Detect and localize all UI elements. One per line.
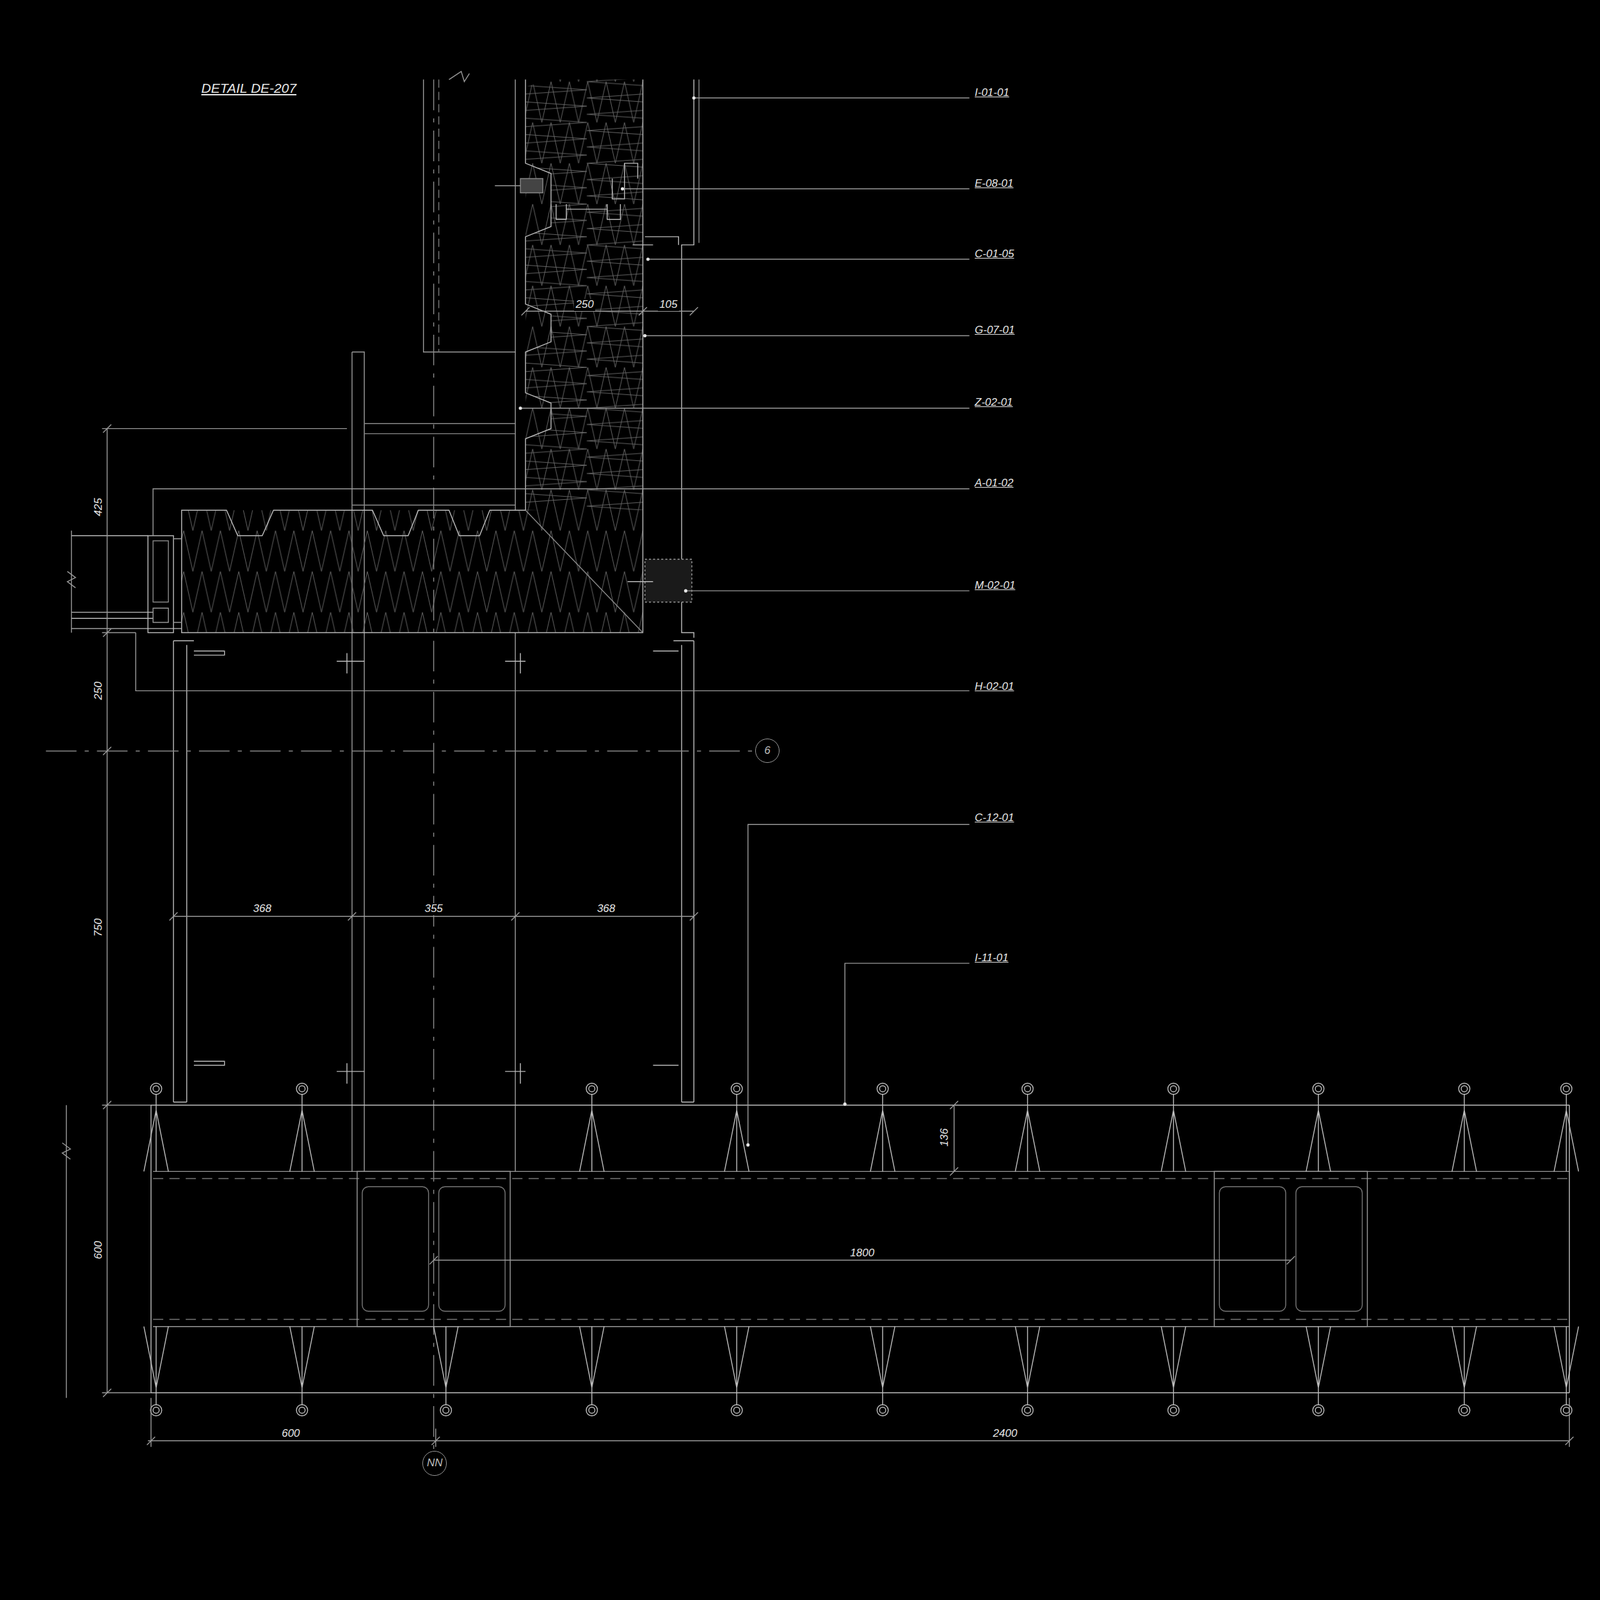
panel-fixing: [144, 1093, 169, 1405]
fixing-bolt: [150, 1082, 162, 1095]
dimension: 368: [252, 903, 273, 916]
dimension: 425: [92, 496, 105, 518]
dimension: 1800: [848, 1247, 876, 1260]
fixing-bolt: [1458, 1404, 1471, 1417]
fixing-bolt: [150, 1404, 162, 1417]
callout-code: C-01-05: [973, 248, 1016, 261]
dimension: 250: [574, 298, 595, 312]
fixing-bolt: [876, 1082, 889, 1095]
fixing-bolt: [588, 1407, 596, 1414]
fixing-bolt: [1024, 1407, 1032, 1414]
callout-code: G-07-01: [973, 324, 1016, 337]
fixing-bolt: [586, 1404, 598, 1417]
panel-fixing: [1306, 1093, 1331, 1405]
fixing-bolt: [1560, 1082, 1573, 1095]
fixing-bolt: [879, 1085, 886, 1092]
callout-code: C-12-01: [973, 812, 1016, 825]
callout-code: E-08-01: [973, 177, 1015, 191]
fixing-bolt: [1461, 1407, 1468, 1414]
fixing-bolt: [1170, 1085, 1177, 1092]
fixing-bolt: [1022, 1082, 1034, 1095]
fixing-bolt: [298, 1085, 306, 1092]
grid-label: 6: [762, 744, 772, 758]
fixing-bolt: [1022, 1404, 1034, 1417]
grid-label: NN: [425, 1457, 445, 1470]
callout-code: A-01-02: [973, 477, 1015, 490]
fixing-bolt: [1170, 1407, 1177, 1414]
fixing-bolt: [586, 1082, 598, 1095]
callout-code: I-01-01: [973, 87, 1011, 100]
fixing-bolt: [1168, 1404, 1180, 1417]
callout-code: H-02-01: [973, 680, 1016, 694]
panel-fixing: [1553, 1093, 1579, 1405]
fixing-bolt: [588, 1085, 596, 1092]
panel-fixing: [724, 1093, 749, 1405]
callout-code: M-02-01: [973, 579, 1017, 592]
fixing-bolt: [876, 1404, 889, 1417]
dimension: 105: [657, 298, 679, 312]
fixing-bolt: [296, 1082, 308, 1095]
fixing-bolt: [1168, 1082, 1180, 1095]
fixing-bolt: [442, 1407, 450, 1414]
dimension: 600: [280, 1427, 301, 1440]
callout-code: I-11-01: [973, 952, 1010, 965]
fixing-bolt: [1458, 1082, 1471, 1095]
fixing-bolt: [1312, 1082, 1325, 1095]
fixing-bolt: [730, 1404, 743, 1417]
fixing-bolt: [1312, 1404, 1325, 1417]
grid-bubble: 6: [755, 738, 780, 763]
dimension: 750: [92, 917, 105, 938]
fixing-bolt: [1560, 1404, 1573, 1417]
fixing-bolt: [440, 1404, 452, 1417]
fixing-bolt: [1461, 1085, 1468, 1092]
fixing-bolt: [730, 1082, 743, 1095]
callout-code: Z-02-01: [973, 396, 1015, 409]
dimension: 2400: [992, 1427, 1019, 1440]
panel-fixing: [289, 1093, 315, 1405]
fixing-bolt: [733, 1085, 740, 1092]
dimension: 250: [92, 680, 105, 701]
dimension: 600: [92, 1239, 105, 1261]
fixing-bolt: [298, 1407, 306, 1414]
fixing-bolt: [879, 1407, 886, 1414]
grid-bubble: NN: [422, 1450, 448, 1476]
drawing-lines: [46, 71, 1579, 1449]
dimension: 136: [938, 1127, 952, 1149]
dimension: 355: [423, 903, 444, 916]
fixing-bolt: [1563, 1085, 1570, 1092]
fixing-bolt: [1315, 1407, 1322, 1414]
detail-title: DETAIL DE-207: [200, 80, 299, 96]
dimension: 368: [595, 903, 617, 916]
panel-fixing: [1160, 1093, 1186, 1405]
fixing-bolt: [1563, 1407, 1570, 1414]
fixing-bolt: [152, 1085, 160, 1092]
fixing-bolt: [1315, 1085, 1322, 1092]
panel-fixing: [1015, 1093, 1040, 1405]
fixing-bolt: [152, 1407, 160, 1414]
fixing-bolt: [733, 1407, 740, 1414]
panel-fixing: [433, 1326, 459, 1406]
fixing-bolt: [296, 1404, 308, 1417]
panel-fixing: [579, 1093, 605, 1405]
panel-fixing: [1452, 1093, 1477, 1405]
fixing-bolt: [1024, 1085, 1032, 1092]
